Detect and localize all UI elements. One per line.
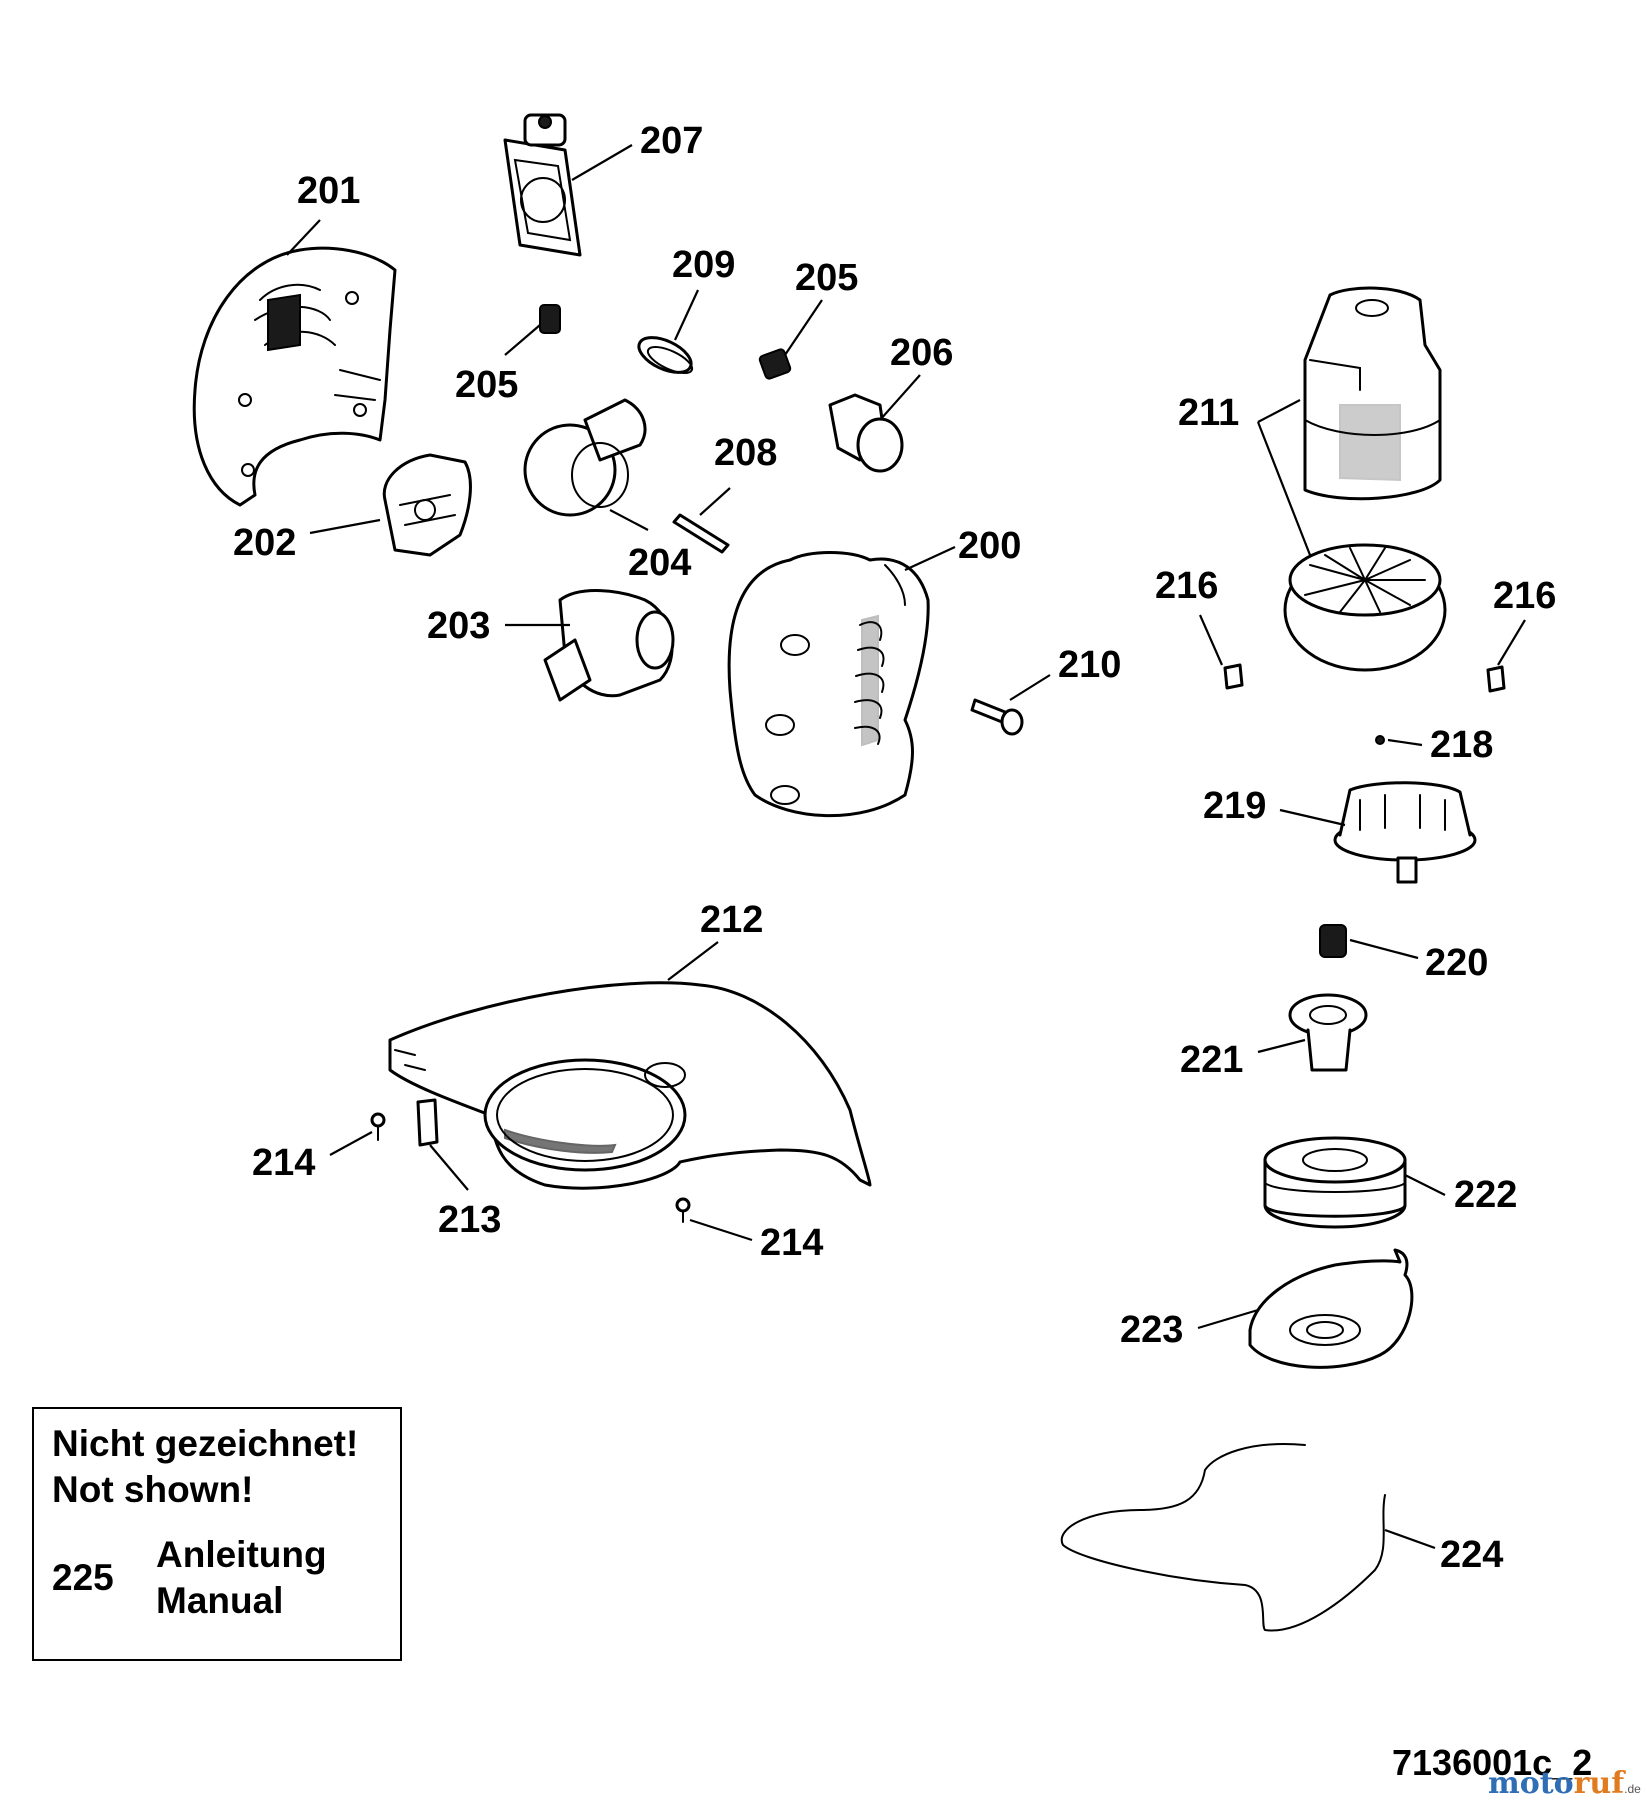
part-213-label xyxy=(416,1098,439,1147)
part-216b-clip xyxy=(1486,665,1506,693)
label-214b: 214 xyxy=(760,1222,823,1264)
part-211-motor xyxy=(1303,286,1442,501)
part-204-adapter xyxy=(523,398,647,517)
part-224-wire-guard xyxy=(1060,1443,1386,1632)
part-214b-screw xyxy=(675,1197,691,1223)
part-207-frame xyxy=(503,113,582,257)
label-211: 211 xyxy=(1178,392,1239,434)
part-202-bracket xyxy=(382,453,472,557)
part-208-pin xyxy=(672,513,730,554)
note-item-number: 225 xyxy=(52,1557,114,1598)
label-201: 201 xyxy=(297,170,360,212)
label-210: 210 xyxy=(1058,644,1121,686)
label-223: 223 xyxy=(1120,1309,1183,1351)
label-212: 212 xyxy=(700,899,763,941)
part-219-holder xyxy=(1333,781,1477,884)
part-205a-spring xyxy=(539,304,561,334)
part-222-spool xyxy=(1263,1136,1407,1229)
label-202: 202 xyxy=(233,522,296,564)
part-210-screw xyxy=(970,698,1024,736)
part-220-spring xyxy=(1319,924,1347,958)
label-204: 204 xyxy=(628,542,691,584)
label-205b: 205 xyxy=(795,257,858,299)
part-212-guard xyxy=(388,981,872,1190)
label-200: 200 xyxy=(958,525,1021,567)
part-211-fan xyxy=(1283,543,1447,672)
part-218-ball xyxy=(1375,735,1385,745)
note-line-en: Not shown! xyxy=(52,1469,254,1510)
note-item-de: Anleitung xyxy=(156,1534,327,1575)
watermark-logo: motoruf.de xyxy=(1488,1766,1641,1801)
part-214a-screw xyxy=(370,1112,386,1141)
part-203-elbow xyxy=(543,589,675,702)
label-203: 203 xyxy=(427,605,490,647)
label-224: 224 xyxy=(1440,1534,1503,1576)
label-208: 208 xyxy=(714,432,777,474)
watermark-part2: ruf xyxy=(1573,1766,1625,1801)
label-209: 209 xyxy=(672,244,735,286)
part-221-core xyxy=(1288,993,1368,1072)
part-209-button-cap xyxy=(637,336,694,375)
label-221: 221 xyxy=(1180,1039,1243,1081)
label-218: 218 xyxy=(1430,724,1493,766)
label-222: 222 xyxy=(1454,1174,1517,1216)
part-201-housing-half xyxy=(192,246,397,507)
label-206: 206 xyxy=(890,332,953,374)
note-line-de: Nicht gezeichnet! xyxy=(52,1423,359,1464)
label-207: 207 xyxy=(640,120,703,162)
part-200-front-housing xyxy=(727,551,930,818)
label-219: 219 xyxy=(1203,785,1266,827)
part-216a-clip xyxy=(1223,663,1244,690)
note-item-en: Manual xyxy=(156,1580,284,1621)
label-205a: 205 xyxy=(455,364,518,406)
drawing-number: 7136001c_2 xyxy=(1392,1742,1593,1783)
watermark-part1: moto xyxy=(1488,1766,1574,1801)
part-205b-spring xyxy=(758,348,792,380)
part-223-cover xyxy=(1248,1248,1414,1369)
label-214a: 214 xyxy=(252,1142,315,1184)
label-220: 220 xyxy=(1425,942,1488,984)
label-216a: 216 xyxy=(1155,565,1218,607)
not-shown-note: Nicht gezeichnet! Not shown! 225 Anleitu… xyxy=(32,1407,402,1661)
label-213: 213 xyxy=(438,1199,501,1241)
label-216b: 216 xyxy=(1493,575,1556,617)
watermark-suffix: .de xyxy=(1624,1782,1641,1796)
